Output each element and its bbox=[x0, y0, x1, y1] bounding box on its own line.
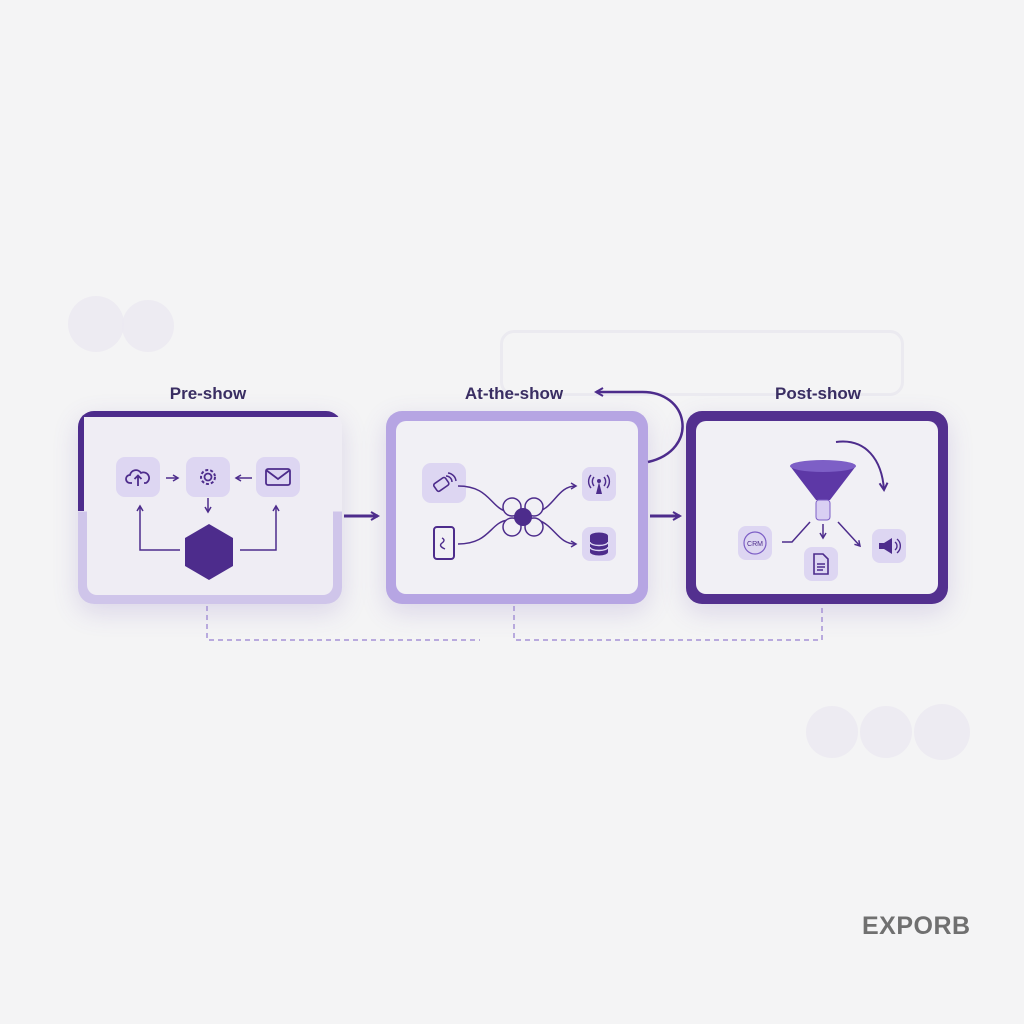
envelope-icon bbox=[256, 457, 300, 497]
background-circle bbox=[122, 300, 174, 352]
stage-label-at: At-the-show bbox=[464, 384, 564, 403]
pre-show-card bbox=[78, 411, 342, 604]
card-accent-band bbox=[78, 411, 84, 511]
dashed-connector bbox=[206, 606, 480, 641]
background-circle bbox=[806, 706, 858, 758]
database-icon bbox=[582, 527, 616, 561]
card-inner bbox=[396, 421, 638, 594]
badge-scan-icon bbox=[422, 463, 466, 503]
brand-logo: EXPORB bbox=[862, 912, 971, 940]
crm-icon: CRM bbox=[738, 526, 772, 560]
dashed-connector bbox=[513, 606, 823, 641]
radio-tower-icon bbox=[582, 467, 616, 501]
card-inner bbox=[87, 423, 333, 595]
cloud-upload-icon bbox=[116, 457, 160, 497]
crm-badge-text: CRM bbox=[747, 541, 763, 548]
post-show-card: CRM bbox=[686, 411, 948, 604]
megaphone-icon bbox=[872, 529, 906, 563]
background-circle bbox=[914, 704, 970, 760]
gear-icon bbox=[186, 457, 230, 497]
card-inner bbox=[78, 411, 342, 417]
background-circle bbox=[68, 296, 124, 352]
at-the-show-card bbox=[386, 411, 648, 604]
stage-label-post: Post-show bbox=[775, 384, 861, 403]
tablet-icon bbox=[422, 523, 466, 563]
stage-label-pre: Pre-show bbox=[169, 384, 247, 403]
document-icon bbox=[804, 547, 838, 581]
background-window bbox=[500, 330, 904, 396]
background-circle bbox=[860, 706, 912, 758]
